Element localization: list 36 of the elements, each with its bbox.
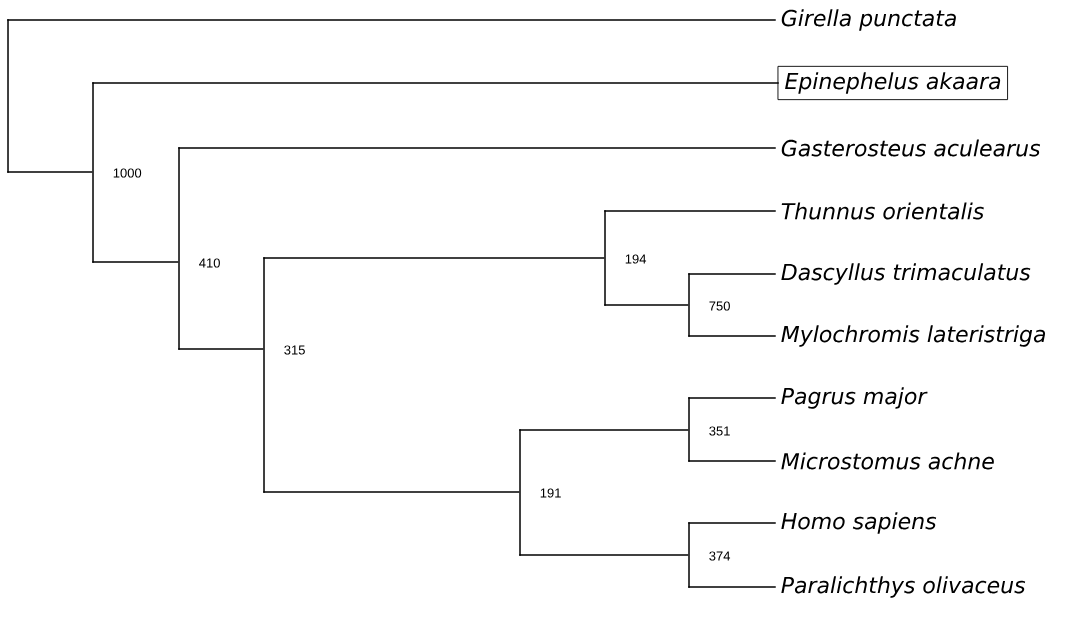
branch-line [688, 335, 776, 337]
branch-line [688, 460, 776, 462]
bootstrap-value: 194 [625, 254, 647, 264]
species-label: Thunnus orientalis [781, 202, 984, 220]
bootstrap-value: 1000 [113, 168, 142, 178]
branch-line [263, 257, 605, 259]
branch-line [92, 261, 179, 263]
branch-line [263, 491, 520, 493]
branch-line [604, 304, 689, 306]
branch-line [688, 522, 776, 524]
branch-line [688, 273, 776, 275]
branch-line [178, 147, 776, 149]
boxed-species-label: Epinephelus akaara [778, 65, 1009, 101]
species-label: Dascyllus trimaculatus [781, 263, 1031, 285]
bootstrap-value: 374 [709, 551, 731, 561]
bootstrap-value: 410 [199, 258, 220, 268]
species-label: Microstomus achne [781, 452, 994, 470]
branch-line [688, 586, 776, 588]
branch-line [519, 554, 689, 556]
species-label: Paralichthys olivaceus [781, 576, 1026, 598]
species-label: Pagrus major [781, 387, 928, 409]
branch-line [178, 348, 264, 350]
branch-line [7, 19, 776, 21]
branch-line [519, 429, 689, 431]
bootstrap-value: 750 [709, 301, 730, 311]
branch-line [688, 397, 776, 399]
species-label: Homo sapiens [781, 512, 937, 534]
bootstrap-value: 191 [540, 488, 561, 498]
branch-line [604, 210, 776, 212]
species-label: Girella punctata [781, 9, 956, 31]
species-label: Gasterosteus aculearus [781, 139, 1041, 157]
bootstrap-value: 315 [284, 345, 305, 355]
species-label: Mylochromis lateristriga [781, 325, 1046, 347]
branch-line [92, 82, 779, 84]
branch-line [7, 171, 93, 173]
bootstrap-value: 351 [709, 426, 730, 436]
